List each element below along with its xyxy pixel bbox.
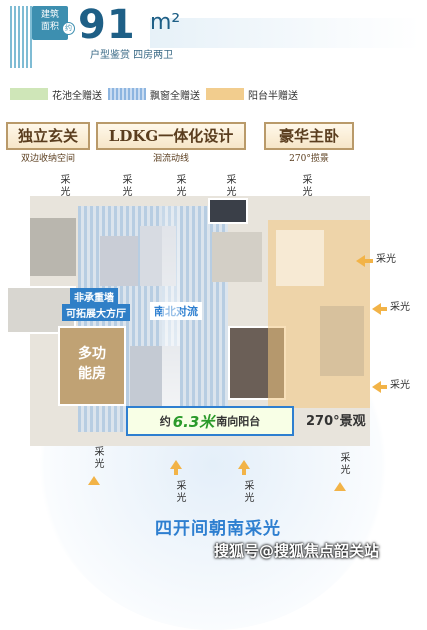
- light-arrow-stem-r3: [381, 385, 387, 389]
- banner-entry: 独立玄关: [6, 122, 90, 150]
- light-arrow-up-3: [238, 460, 250, 469]
- area-unit: m²: [150, 10, 181, 35]
- banner-ldkg-sub: 洄流动线: [152, 154, 189, 164]
- badge-line2: 面积: [40, 22, 59, 32]
- light-label-right-2: 采光: [390, 302, 410, 313]
- multifunction-line2: 能房: [78, 366, 106, 382]
- room-bathroom: [212, 232, 262, 282]
- footer-title: 四开间朝南采光: [155, 519, 281, 539]
- view-270-label: 270°景观: [306, 414, 366, 429]
- light-label-bottom-1: 采光: [92, 446, 103, 470]
- balcony-value: 6.3米: [172, 412, 215, 431]
- light-arrow-stem-b2: [174, 469, 178, 475]
- light-arrow-left-3: [372, 381, 381, 393]
- light-arrow-stem-r2: [381, 307, 387, 311]
- area-badge: 建筑 面积: [32, 6, 68, 40]
- tag-expand-hall: 可拓展大方厅: [62, 304, 130, 321]
- master-bathroom: [276, 230, 324, 286]
- header-stripes-decoration: [10, 6, 32, 68]
- light-label-top-5: 采光: [300, 174, 311, 198]
- tag-nonbearing-wall: 非承重墙: [70, 288, 118, 305]
- light-label-top-1: 采光: [58, 174, 69, 198]
- light-label-top-4: 采光: [224, 174, 235, 198]
- legend-label-baywindow: 飘窗全赠送: [150, 90, 200, 102]
- kitchen-furniture: [100, 236, 138, 286]
- legend-swatch-garden: [10, 88, 48, 100]
- multifunction-line1: 多功: [78, 346, 106, 362]
- light-label-right-3: 采光: [390, 380, 410, 391]
- legend-label-garden: 花池全赠送: [52, 90, 102, 102]
- light-label-bottom-4: 采光: [338, 452, 349, 476]
- light-arrow-up-2: [170, 460, 182, 469]
- master-bed: [320, 306, 364, 376]
- skylight-window: [208, 198, 248, 224]
- light-arrow-stem-r1: [365, 259, 373, 263]
- ns-flow-arrow: [162, 206, 180, 428]
- light-label-bottom-2: 采光: [174, 480, 185, 504]
- legend-swatch-baywindow: [108, 88, 146, 100]
- room-multifunction: 多功 能房: [58, 326, 126, 406]
- header-fade-decoration: [150, 18, 420, 48]
- balcony-label: 约 6.3米 南向阳台: [126, 406, 294, 436]
- light-arrow-up-1: [88, 476, 100, 485]
- light-label-right-1: 采光: [376, 254, 396, 265]
- banner-entry-sub: 双边收纳空间: [20, 154, 75, 164]
- area-number: 91: [78, 2, 136, 48]
- light-arrow-up-4: [334, 482, 346, 491]
- legend-item-baywindow: 飘窗全赠送: [108, 87, 200, 102]
- banner-master-sub: 270°揽景: [289, 154, 329, 164]
- balcony-prefix: 约: [159, 415, 171, 428]
- legend-swatch-balcony: [206, 88, 244, 100]
- badge-corner: 约: [62, 22, 75, 35]
- legend-label-balcony: 阳台半赠送: [248, 90, 298, 102]
- legend-item-balcony: 阳台半赠送: [206, 87, 298, 102]
- banner-ldkg: LDKG一体化设计: [96, 122, 246, 150]
- banner-master: 豪华主卧: [264, 122, 354, 150]
- legend-item-garden: 花池全赠送: [10, 87, 102, 102]
- light-label-top-2: 采光: [120, 174, 131, 198]
- light-arrow-stem-b3: [242, 469, 246, 475]
- watermark: 搜狐号@搜狐焦点韶关站: [214, 542, 380, 560]
- legend: 花池全赠送 飘窗全赠送 阳台半赠送: [10, 86, 304, 102]
- light-label-bottom-3: 采光: [242, 480, 253, 504]
- light-arrow-left-2: [372, 303, 381, 315]
- balcony-suffix: 南向阳台: [216, 415, 261, 428]
- light-arrow-left-1: [356, 255, 365, 267]
- header-subtitle: 户型鉴赏 四房两卫: [90, 50, 174, 61]
- badge-line1: 建筑: [40, 10, 59, 20]
- room-entry: [30, 218, 76, 276]
- light-label-top-3: 采光: [174, 174, 185, 198]
